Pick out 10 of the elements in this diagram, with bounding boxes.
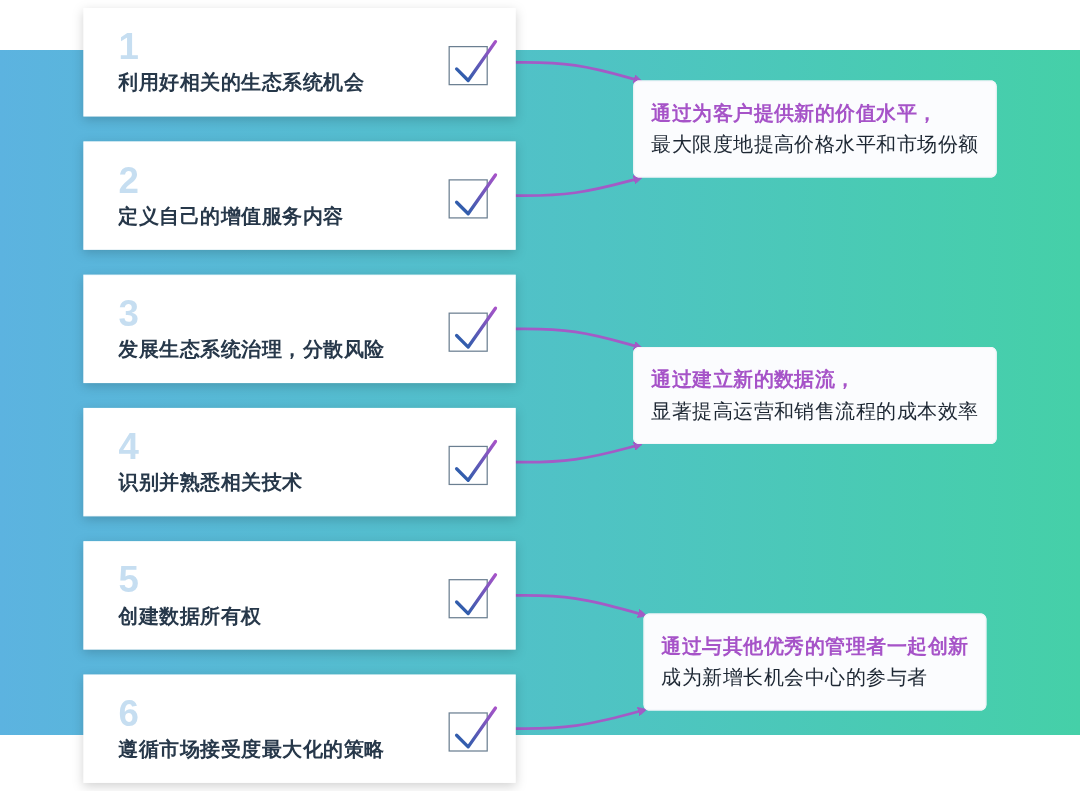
- node-box: 3 发展生态系统治理，分散风险: [83, 274, 516, 384]
- arrow: [515, 327, 643, 351]
- arrow: [515, 175, 643, 197]
- arrow: [515, 594, 648, 618]
- node-box: 2 定义自己的增值服务内容: [83, 141, 516, 250]
- arrow: [515, 60, 643, 84]
- node-box: 5 创建数据所有权: [83, 541, 516, 650]
- arrow: [515, 707, 648, 731]
- node-box: 4 识别并熟悉相关技术: [83, 407, 516, 517]
- arrow: [515, 441, 643, 464]
